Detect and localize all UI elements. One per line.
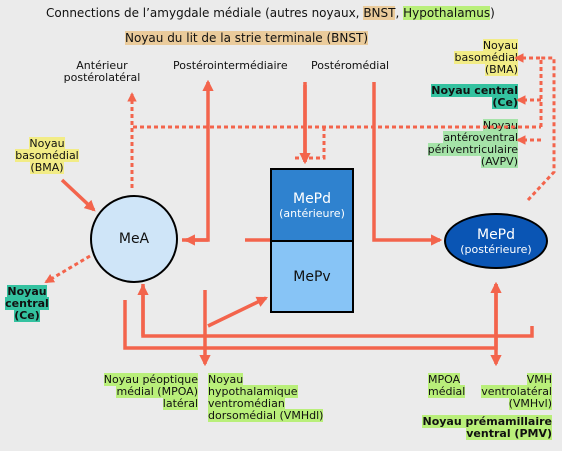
right-avpv-line3: périventriculaire [427, 143, 518, 156]
bl-vmh-line4: dorsomédial (VMHdl) [208, 409, 324, 422]
bottom-right-pmv-label: Noyau prémamillaire ventral (PMV) [422, 415, 552, 440]
br-vmh-line2: ventrolatéral [481, 385, 552, 398]
mea-node[interactable]: MeA [90, 195, 178, 283]
right-ce-line2: (Ce) [492, 96, 518, 109]
left-bma-label: Noyau basomédial (BMA) [10, 137, 84, 174]
bnst-anterior-label: Antérieur postérolatéral [62, 60, 142, 84]
dotted-right-vertical [514, 53, 543, 127]
bottom-left-mpoa-label: Noyau péoptique médial (MPOA) latéral [82, 373, 198, 410]
right-bma-line2: basomédial [454, 51, 518, 64]
bl-vmh-line3: ventromédian [208, 397, 285, 410]
dotted-to-mepd-ant [294, 127, 326, 160]
bottom-right-mpoa-label: MPOA médial [428, 373, 466, 398]
left-bma-line3: (BMA) [30, 161, 64, 174]
right-avpv-line2: antéroventral [443, 131, 518, 144]
bl-mpoa-line1: Noyau péoptique [103, 373, 198, 386]
right-ce-label: Noyau central (Ce) [431, 84, 518, 109]
right-bma-line1: Noyau [482, 39, 518, 52]
dotted-mea-to-ce-left [44, 254, 91, 284]
mepd-posterior-sublabel: (postérieure) [460, 242, 532, 256]
arrow-bma-to-mea [60, 178, 96, 212]
br-vmh-line3: (VMHvl) [508, 397, 552, 410]
left-ce-line1: Noyau [7, 285, 47, 298]
bl-mpoa-line2: médial (MPOA) [116, 385, 198, 398]
diagram-title: Connections de l’amygdale médiale (autre… [46, 6, 495, 20]
dotted-mepd-post-up [526, 56, 556, 202]
right-ce-line1: Noyau central [431, 84, 518, 97]
bl-mpoa-line3: latéral [162, 397, 198, 410]
arrow-mea-posterointermediate [182, 79, 214, 242]
bottom-left-vmh-label: Noyau hypothalamique ventromédian dorsom… [208, 373, 324, 422]
br-vmh-line1: VMH [526, 373, 552, 386]
mepd-anterior-node[interactable]: MePd (antérieure) [270, 168, 354, 242]
arrow-posteromedial-to-mepd-post [372, 82, 443, 246]
mepd-anterior-sublabel: (antérieure) [279, 206, 345, 220]
mepv-node[interactable]: MePv [270, 240, 354, 313]
bottom-right-vmh-label: VMH ventrolatéral (VMHvl) [481, 373, 552, 410]
left-bma-line2: basomédial [15, 149, 79, 162]
mepd-posterior-node[interactable]: MePd (postérieure) [444, 213, 548, 269]
mea-label: MeA [118, 231, 150, 247]
br-mpoa-line1: MPOA [428, 373, 461, 386]
right-bma-line3: (BMA) [484, 63, 518, 76]
br-pmv-line1: Noyau prémamillaire [422, 415, 552, 428]
bnst-posterointermediate-label: Postérointermédiaire [173, 59, 288, 72]
right-bma-label: Noyau basomédial (BMA) [454, 39, 518, 76]
left-ce-line2: central [5, 297, 49, 310]
right-avpv-label: Noyau antéroventral périventriculaire (A… [427, 119, 518, 168]
title-suffix: ) [490, 6, 495, 20]
title-bnst: BNST [363, 6, 396, 20]
left-ce-label: Noyau central (Ce) [2, 285, 52, 322]
right-avpv-line4: (AVPV) [480, 155, 518, 168]
bnst-header: Noyau du lit de la strie terminale (BNST… [125, 31, 368, 45]
bl-vmh-line2: hypothalamique [208, 385, 298, 398]
bnst-posteromedial-label: Postéromédial [311, 59, 390, 72]
title-prefix: Connections de l’amygdale médiale (autre… [46, 6, 364, 20]
title-hypothalamus: Hypothalamus [403, 6, 491, 20]
br-mpoa-line2: médial [428, 385, 466, 398]
mepd-anterior-label: MePd [292, 190, 332, 207]
bnst-anterior-line1: Antérieur [76, 59, 128, 72]
title-sep: , [395, 6, 404, 20]
arrow-mea-to-mepv [207, 296, 269, 328]
bl-vmh-line1: Noyau [208, 373, 244, 386]
left-bma-line1: Noyau [29, 137, 65, 150]
bnst-anterior-line2: postérolatéral [63, 71, 141, 84]
mepd-posterior-label: MePd [476, 226, 516, 243]
mepv-label: MePv [293, 268, 331, 285]
left-ce-line3: (Ce) [14, 309, 40, 322]
br-pmv-line2: ventral (PMV) [466, 427, 552, 440]
